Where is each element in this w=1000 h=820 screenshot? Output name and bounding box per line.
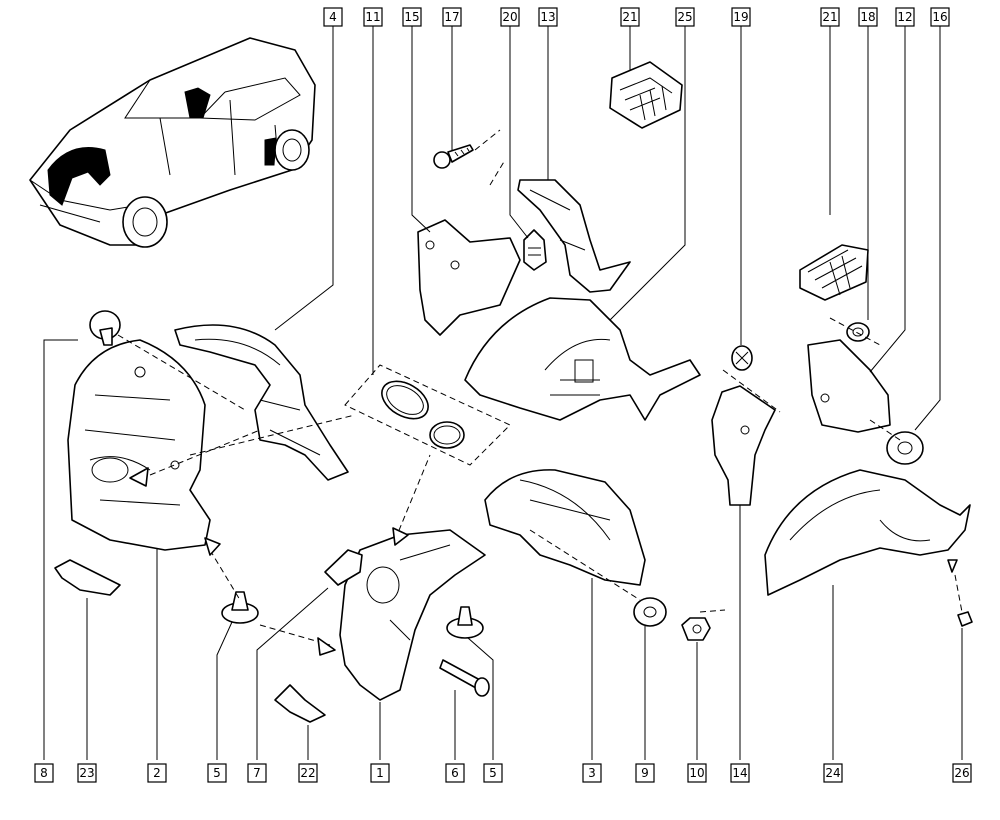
- assembly-arrows: [129, 467, 958, 656]
- part-24-wheel-arch-liner: [764, 469, 971, 596]
- callout-label: 25: [677, 10, 692, 24]
- callout-label: 12: [897, 10, 912, 24]
- callout-label: 16: [932, 10, 947, 24]
- callout-bottom-5b: 5: [483, 763, 503, 783]
- leader-lines: [43, 26, 963, 760]
- part-8-fastener: [89, 310, 121, 346]
- part-13-liner-section: [517, 179, 631, 293]
- callout-label: 21: [822, 10, 837, 24]
- callout-top-21a: 21: [620, 7, 640, 27]
- callout-top-15: 15: [402, 7, 422, 27]
- callout-label: 23: [79, 766, 94, 780]
- part-10-nut: [681, 617, 711, 641]
- callout-label: 7: [253, 766, 261, 780]
- part-22-bracket: [274, 684, 326, 723]
- part-1-front-liner: [339, 529, 486, 701]
- part-14-deflector: [711, 385, 776, 506]
- callout-label: 17: [444, 10, 459, 24]
- callout-top-4: 4: [323, 7, 343, 27]
- callout-label: 11: [365, 10, 380, 24]
- callout-bottom-2: 2: [147, 763, 167, 783]
- car-overview-illustration: [29, 37, 316, 248]
- callout-label: 4: [329, 10, 337, 24]
- part-7-bracket: [324, 549, 363, 586]
- callout-label: 3: [588, 766, 596, 780]
- callout-top-13: 13: [538, 7, 558, 27]
- callout-bottom-5a: 5: [207, 763, 227, 783]
- part-15-front-panel: [417, 219, 521, 336]
- callout-label: 10: [689, 766, 704, 780]
- callout-top-16: 16: [930, 7, 950, 27]
- callout-bottom-14: 14: [730, 763, 750, 783]
- part-3-wheel-arch-liner: [484, 469, 646, 586]
- callout-label: 5: [213, 766, 221, 780]
- callout-label: 15: [404, 10, 419, 24]
- part-18-clip: [846, 322, 870, 342]
- callout-label: 5: [489, 766, 497, 780]
- callout-label: 2: [153, 766, 161, 780]
- part-21-air-vent-upper: [609, 61, 683, 129]
- callout-bottom-6: 6: [445, 763, 465, 783]
- part-16-cap: [886, 431, 924, 465]
- callout-top-17: 17: [442, 7, 462, 27]
- part-9-cap: [633, 597, 667, 627]
- part-5-clip-right: [446, 606, 484, 639]
- callout-top-12: 12: [895, 7, 915, 27]
- callout-label: 22: [300, 766, 315, 780]
- part-19-clip: [731, 345, 753, 371]
- callout-label: 6: [451, 766, 459, 780]
- callout-bottom-26: 26: [952, 763, 972, 783]
- callout-label: 20: [502, 10, 517, 24]
- callout-label: 18: [860, 10, 875, 24]
- callout-top-20: 20: [500, 7, 520, 27]
- callout-label: 8: [40, 766, 48, 780]
- callout-bottom-22: 22: [298, 763, 318, 783]
- callout-bottom-24: 24: [823, 763, 843, 783]
- callout-top-19: 19: [731, 7, 751, 27]
- callout-label: 24: [825, 766, 840, 780]
- part-26-clip: [957, 611, 973, 627]
- callout-bottom-7: 7: [247, 763, 267, 783]
- callout-bottom-1: 1: [370, 763, 390, 783]
- part-12-liner-panel: [807, 339, 891, 433]
- callout-top-18: 18: [858, 7, 878, 27]
- callout-bottom-10: 10: [687, 763, 707, 783]
- callout-label: 9: [641, 766, 649, 780]
- callout-label: 26: [954, 766, 969, 780]
- callout-bottom-3: 3: [582, 763, 602, 783]
- callout-label: 19: [733, 10, 748, 24]
- part-17-screw: [433, 144, 474, 169]
- callout-bottom-23: 23: [77, 763, 97, 783]
- callout-top-25: 25: [675, 7, 695, 27]
- part-20-clip: [523, 229, 547, 271]
- callout-label: 1: [376, 766, 384, 780]
- callout-top-21b: 21: [820, 7, 840, 27]
- callout-label: 13: [540, 10, 555, 24]
- callout-label: 14: [732, 766, 747, 780]
- callout-bottom-9: 9: [635, 763, 655, 783]
- part-5-clip-left: [221, 591, 259, 624]
- part-21-air-vent-lower: [799, 244, 869, 301]
- callout-bottom-8: 8: [34, 763, 54, 783]
- callout-label: 21: [622, 10, 637, 24]
- part-23-bracket: [54, 559, 121, 596]
- part-4-wheel-arch-liner: [174, 324, 349, 481]
- part-2-wheel-arch-liner: [67, 339, 211, 551]
- part-6-bolt: [439, 659, 490, 697]
- part-25-wheel-arch-liner: [464, 297, 701, 421]
- part-11-grommet-set: [344, 364, 511, 466]
- callout-top-11: 11: [363, 7, 383, 27]
